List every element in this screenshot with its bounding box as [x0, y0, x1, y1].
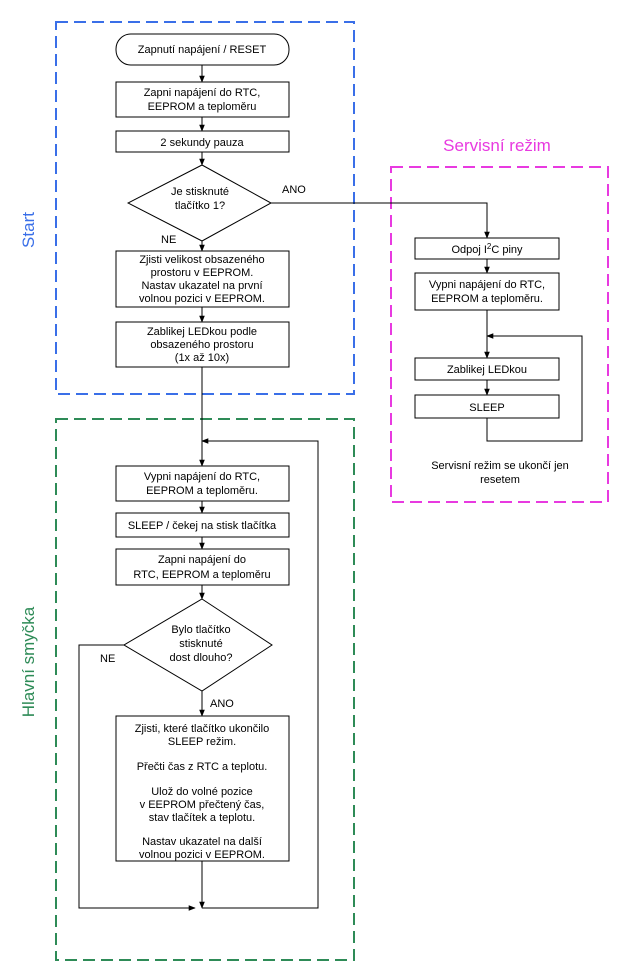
record-text-1: Zjisti, které tlačítko ukončilo	[135, 723, 270, 735]
edge-loop-return-top	[201, 438, 319, 909]
blink-led-start-text-2: obsazeného prostoru	[150, 339, 253, 351]
edge-label-yes-service: ANO	[282, 184, 306, 196]
measure-eeprom-node	[115, 250, 290, 308]
start-container	[55, 21, 355, 395]
power-off-service-text-1: Vypni napájení do RTC,	[429, 279, 545, 291]
pause-text: 2 sekundy pauza	[160, 137, 244, 149]
edge-decision-no-to-loop	[78, 644, 196, 911]
edge-label-no-main: NE	[100, 653, 115, 665]
power-up-peripherals-node	[115, 81, 290, 118]
start-container-label: Start	[19, 212, 38, 248]
power-up-peripherals-text-2: EEPROM a teploměru	[148, 101, 257, 113]
press-duration-decision-text-2: stisknuté	[179, 638, 222, 650]
service-note-text-1: Servisní režim se ukončí jen	[431, 460, 569, 472]
record-text-3: Přečti čas z RTC a teplotu.	[137, 761, 268, 773]
sleep-wait-text: SLEEP / čekej na stisk tlačítka	[128, 520, 277, 532]
edge-service-loop-back	[486, 333, 583, 442]
measure-eeprom-text-4: volnou pozici v EEPROM.	[139, 293, 265, 305]
record-text-2: SLEEP režim.	[168, 736, 236, 748]
power-on-reset-text: Zapnutí napájení / RESET	[138, 44, 267, 56]
power-off-main-text-2: EEPROM a teploměru.	[146, 485, 258, 497]
service-note-text-2: resetem	[480, 474, 520, 486]
record-text-7: Nastav ukazatel na další	[142, 836, 262, 848]
power-on-main-node	[115, 548, 290, 586]
disconnect-i2c-text: Odpoj I2C piny	[451, 242, 523, 256]
power-off-service-node	[414, 272, 560, 311]
service-mode-container-label: Servisní režim	[443, 136, 551, 155]
power-off-main-text-1: Vypni napájení do RTC,	[144, 471, 260, 483]
measure-eeprom-text-3: Nastav ukazatel na první	[141, 280, 262, 292]
edge-decision-yes-to-service	[271, 202, 490, 239]
power-up-peripherals-text-1: Zapni napájení do RTC,	[144, 87, 261, 99]
power-on-main-text-1: Zapni napájení do	[158, 554, 246, 566]
service-mode-container	[390, 166, 609, 503]
record-measurement-node	[115, 715, 290, 862]
blink-led-start-text-1: Zablikej LEDkou podle	[147, 326, 257, 338]
press-duration-decision-text-1: Bylo tlačítko	[171, 624, 230, 636]
main-loop-container	[55, 418, 355, 961]
button-1-decision-text-2: tlačítko 1?	[175, 200, 225, 212]
power-off-main-node	[115, 465, 290, 502]
button-1-decision-text-1: Je stisknuté	[171, 186, 229, 198]
record-text-8: volnou pozici v EEPROM.	[139, 849, 265, 861]
blink-led-start-text-3: (1x až 10x)	[175, 352, 229, 364]
edge-label-yes-main: ANO	[210, 698, 234, 710]
record-text-4: Ulož do volné pozice	[151, 786, 253, 798]
sleep-wait-node	[115, 512, 290, 538]
record-text-6: stav tlačítek a teplotu.	[149, 812, 255, 824]
record-text-5: v EEPROM přečtený čas,	[140, 799, 265, 811]
measure-eeprom-text-1: Zjisti velikost obsazeného	[139, 254, 264, 266]
measure-eeprom-text-2: prostoru v EEPROM.	[151, 267, 254, 279]
edge-label-no-start: NE	[161, 234, 176, 246]
blink-led-service-text: Zablikej LEDkou	[447, 364, 527, 376]
main-loop-container-label: Hlavní smyčka	[19, 606, 38, 717]
press-duration-decision-text-3: dost dlouho?	[170, 652, 233, 664]
power-on-main-text-2: RTC, EEPROM a teploměru	[133, 569, 270, 581]
sleep-service-text: SLEEP	[469, 402, 504, 414]
power-off-service-text-2: EEPROM a teploměru.	[431, 293, 543, 305]
